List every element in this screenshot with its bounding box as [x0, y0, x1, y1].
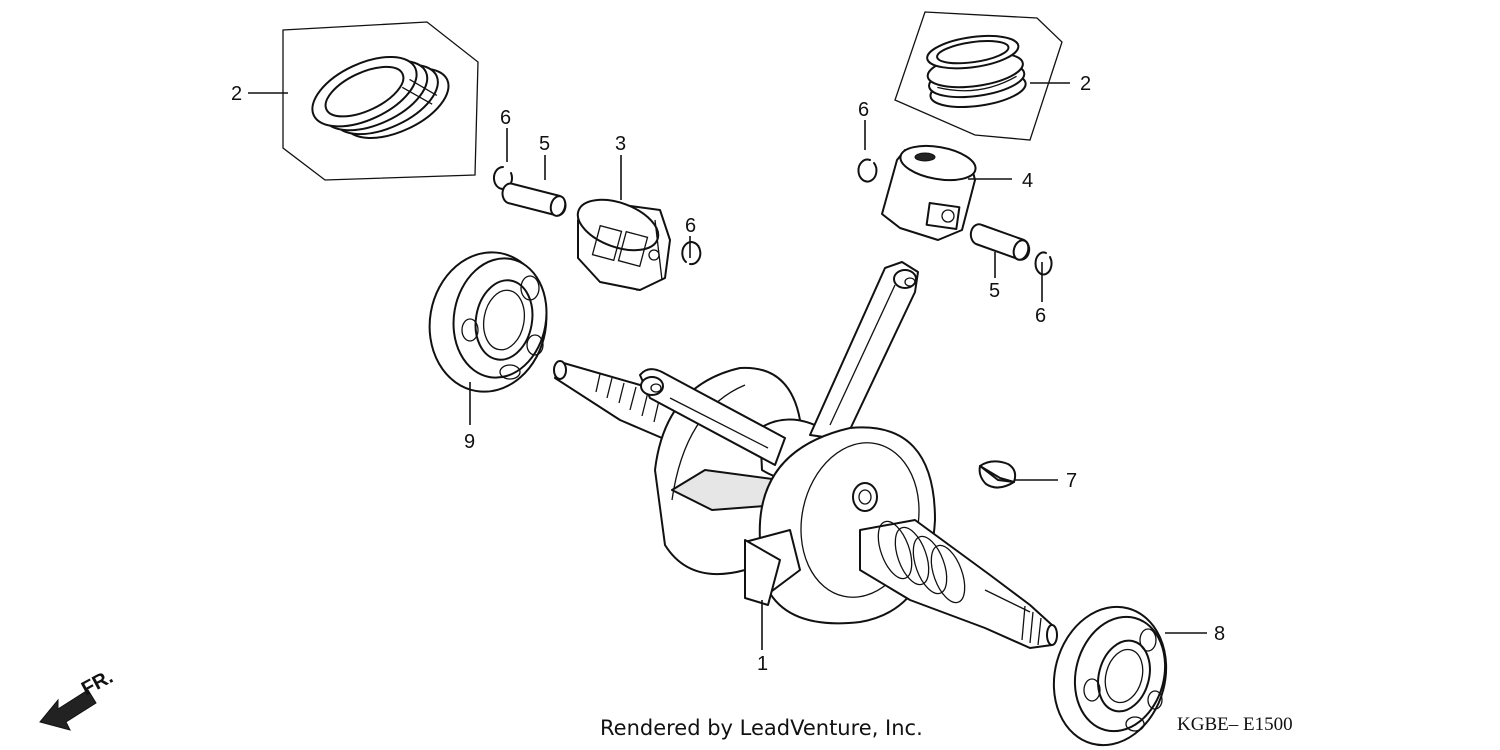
piston-ring-set-right[interactable]: [894, 11, 1063, 141]
piston-pin-clip-left-b[interactable]: [681, 241, 702, 266]
callout-4: 4: [1022, 170, 1033, 192]
callout-6-a: 6: [500, 107, 511, 129]
piston-left[interactable]: [571, 190, 671, 291]
crankshaft-bearing-right[interactable]: [1039, 594, 1181, 750]
callout-5-right: 5: [989, 280, 1000, 302]
crankshaft-bearing-left[interactable]: [419, 243, 558, 401]
piston-pin-left[interactable]: [501, 182, 567, 217]
callout-5-left: 5: [539, 133, 550, 155]
piston-pin-clip-right-b[interactable]: [1034, 251, 1053, 276]
callout-3: 3: [615, 133, 626, 155]
front-arrow-icon: FR.: [39, 666, 117, 731]
callout-2-left: 2: [231, 83, 242, 105]
callout-6-c: 6: [858, 99, 869, 121]
callout-8: 8: [1214, 623, 1225, 645]
callout-2-right: 2: [1080, 73, 1091, 95]
woodruff-key[interactable]: [978, 460, 1017, 489]
piston-pin-clip-left-a[interactable]: [493, 166, 513, 190]
callout-7: 7: [1066, 470, 1077, 492]
callout-6-b: 6: [685, 215, 696, 237]
piston-ring-set-left[interactable]: [282, 21, 479, 181]
credit-text: Rendered by LeadVenture, Inc.: [600, 716, 923, 740]
piston-pin-right[interactable]: [969, 223, 1031, 261]
piston-pin-clip-right-a[interactable]: [857, 158, 878, 183]
piston-right[interactable]: [881, 141, 978, 241]
callout-1: 1: [757, 653, 768, 675]
crankshaft[interactable]: [553, 261, 1058, 649]
callout-numbers: 1 2 2 3 4 5 5 6 6 6 6 7 8 9: [231, 73, 1225, 675]
callout-9: 9: [464, 431, 475, 453]
diagram-code: KGBE– E1500: [1177, 714, 1293, 735]
callout-6-d: 6: [1035, 305, 1046, 327]
leader-lines: [248, 82, 1207, 650]
